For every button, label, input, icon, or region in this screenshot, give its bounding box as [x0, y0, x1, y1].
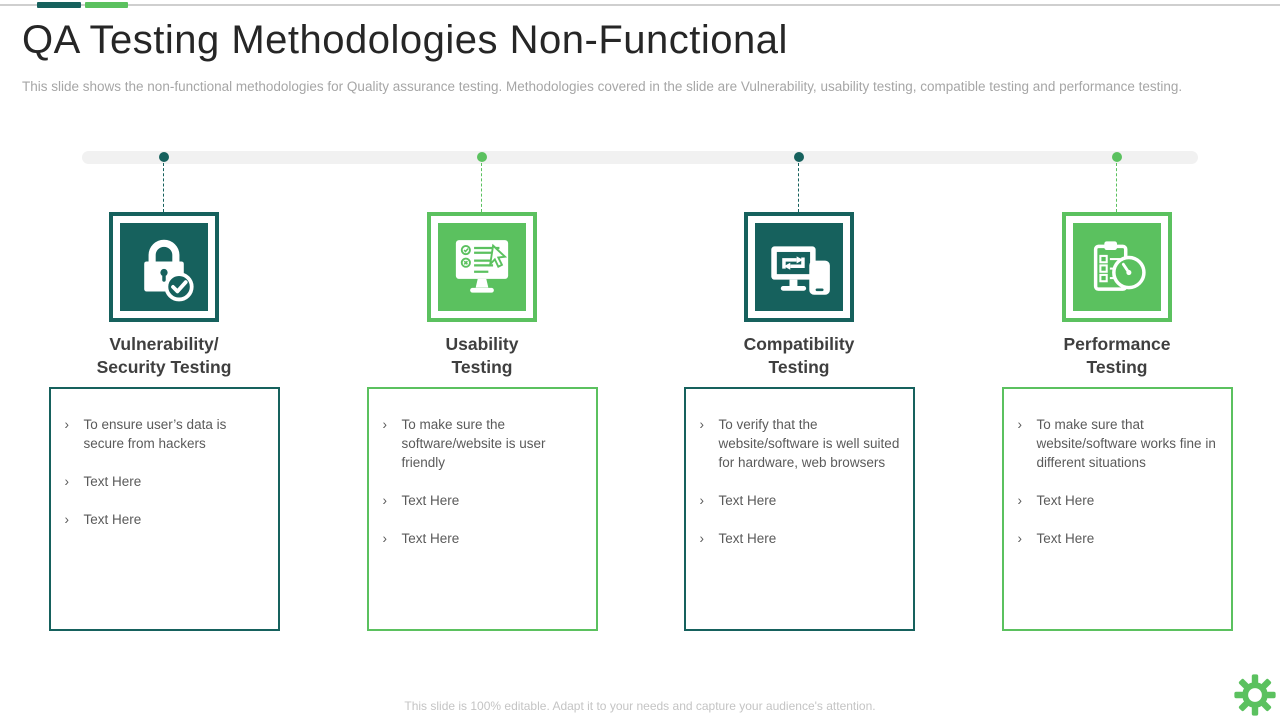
- top-accent-dash-teal: [37, 2, 81, 8]
- chevron-bullet-icon: ›: [382, 531, 388, 546]
- text-box: › To make sure the software/website is us…: [366, 387, 598, 631]
- bullet-list: › To verify that the website/software is …: [686, 389, 913, 548]
- icon-frame: [744, 212, 854, 322]
- top-divider-line: [0, 4, 1280, 6]
- bullet-text: Text Here: [401, 531, 460, 546]
- heading-line: Testing: [768, 357, 830, 377]
- chevron-bullet-icon: ›: [64, 512, 70, 527]
- column-heading: Performance Testing: [958, 333, 1276, 379]
- bullet-text: Text Here: [401, 493, 460, 508]
- list-item: › Text Here: [700, 491, 903, 510]
- bullet-text: Text Here: [718, 493, 777, 508]
- list-item: › Text Here: [1018, 529, 1221, 548]
- chevron-bullet-icon: ›: [382, 417, 388, 432]
- page-title: QA Testing Methodologies Non-Functional: [22, 18, 788, 62]
- device-compatibility-icon: [755, 223, 843, 311]
- bullet-text: Text Here: [83, 512, 142, 527]
- dashed-connector: [1116, 163, 1117, 212]
- bullet-text: Text Here: [83, 474, 142, 489]
- heading-line: Testing: [451, 357, 513, 377]
- bullet-text: Text Here: [1036, 493, 1095, 508]
- column-performance-testing: Performance Testing › To make sure that w…: [958, 145, 1276, 637]
- editable-note: This slide is 100% editable. Adapt it to…: [404, 699, 876, 713]
- list-item: › Text Here: [383, 529, 586, 548]
- heading-line: Usability: [445, 334, 519, 354]
- text-box: › To ensure user’s data is secure from ha…: [48, 387, 280, 631]
- timeline-dot: [477, 152, 487, 162]
- heading-line: Vulnerability/: [109, 334, 219, 354]
- chevron-bullet-icon: ›: [699, 531, 705, 546]
- dashed-connector: [798, 163, 799, 212]
- icon-frame: [427, 212, 537, 322]
- bullet-text: To make sure the software/website is use…: [401, 417, 546, 470]
- gear-icon: [1234, 674, 1276, 716]
- chevron-bullet-icon: ›: [699, 493, 705, 508]
- timeline-bar: [82, 151, 1198, 164]
- column-usability-testing: Usability Testing › To make sure the soft…: [323, 145, 641, 637]
- list-item: › To make sure that website/software work…: [1018, 415, 1221, 472]
- heading-line: Testing: [1086, 357, 1148, 377]
- usability-monitor-icon: [438, 223, 526, 311]
- column-heading: Vulnerability/ Security Testing: [5, 333, 323, 379]
- lock-check-icon: [120, 223, 208, 311]
- chevron-bullet-icon: ›: [382, 493, 388, 508]
- column-vulnerability-security-testing: Vulnerability/ Security Testing › To ensu…: [5, 145, 323, 637]
- list-item: › Text Here: [1018, 491, 1221, 510]
- chevron-bullet-icon: ›: [64, 474, 70, 489]
- bullet-text: To make sure that website/software works…: [1036, 417, 1216, 470]
- bullet-text: To verify that the website/software is w…: [718, 417, 900, 470]
- column-heading: Compatibility Testing: [640, 333, 958, 379]
- bullet-text: Text Here: [1036, 531, 1095, 546]
- text-box: › To verify that the website/software is …: [683, 387, 915, 631]
- heading-line: Compatibility: [743, 334, 855, 354]
- icon-frame: [1062, 212, 1172, 322]
- column-compatibility-testing: Compatibility Testing › To verify that th…: [640, 145, 958, 637]
- bullet-list: › To make sure the software/website is us…: [369, 389, 596, 548]
- dashed-connector: [481, 163, 482, 212]
- top-accent-dash-green: [85, 2, 128, 8]
- chevron-bullet-icon: ›: [1017, 417, 1023, 432]
- list-item: › To make sure the software/website is us…: [383, 415, 586, 472]
- icon-frame: [109, 212, 219, 322]
- list-item: › Text Here: [383, 491, 586, 510]
- timeline-dot: [1112, 152, 1122, 162]
- bullet-text: Text Here: [718, 531, 777, 546]
- chevron-bullet-icon: ›: [699, 417, 705, 432]
- list-item: › Text Here: [65, 510, 268, 529]
- chevron-bullet-icon: ›: [1017, 493, 1023, 508]
- list-item: › To verify that the website/software is …: [700, 415, 903, 472]
- performance-gauge-icon: [1073, 223, 1161, 311]
- column-heading: Usability Testing: [323, 333, 641, 379]
- chevron-bullet-icon: ›: [1017, 531, 1023, 546]
- bullet-list: › To make sure that website/software work…: [1004, 389, 1231, 548]
- list-item: › To ensure user’s data is secure from ha…: [65, 415, 268, 453]
- timeline-dot: [794, 152, 804, 162]
- slide-subtitle: This slide shows the non-functional meth…: [22, 79, 1183, 94]
- bullet-text: To ensure user’s data is secure from hac…: [83, 417, 227, 451]
- heading-line: Security Testing: [96, 357, 232, 377]
- text-box: › To make sure that website/software work…: [1001, 387, 1233, 631]
- chevron-bullet-icon: ›: [64, 417, 70, 432]
- list-item: › Text Here: [700, 529, 903, 548]
- dashed-connector: [163, 163, 164, 212]
- bullet-list: › To ensure user’s data is secure from ha…: [51, 389, 278, 529]
- timeline-dot: [159, 152, 169, 162]
- heading-line: Performance: [1063, 334, 1171, 354]
- list-item: › Text Here: [65, 472, 268, 491]
